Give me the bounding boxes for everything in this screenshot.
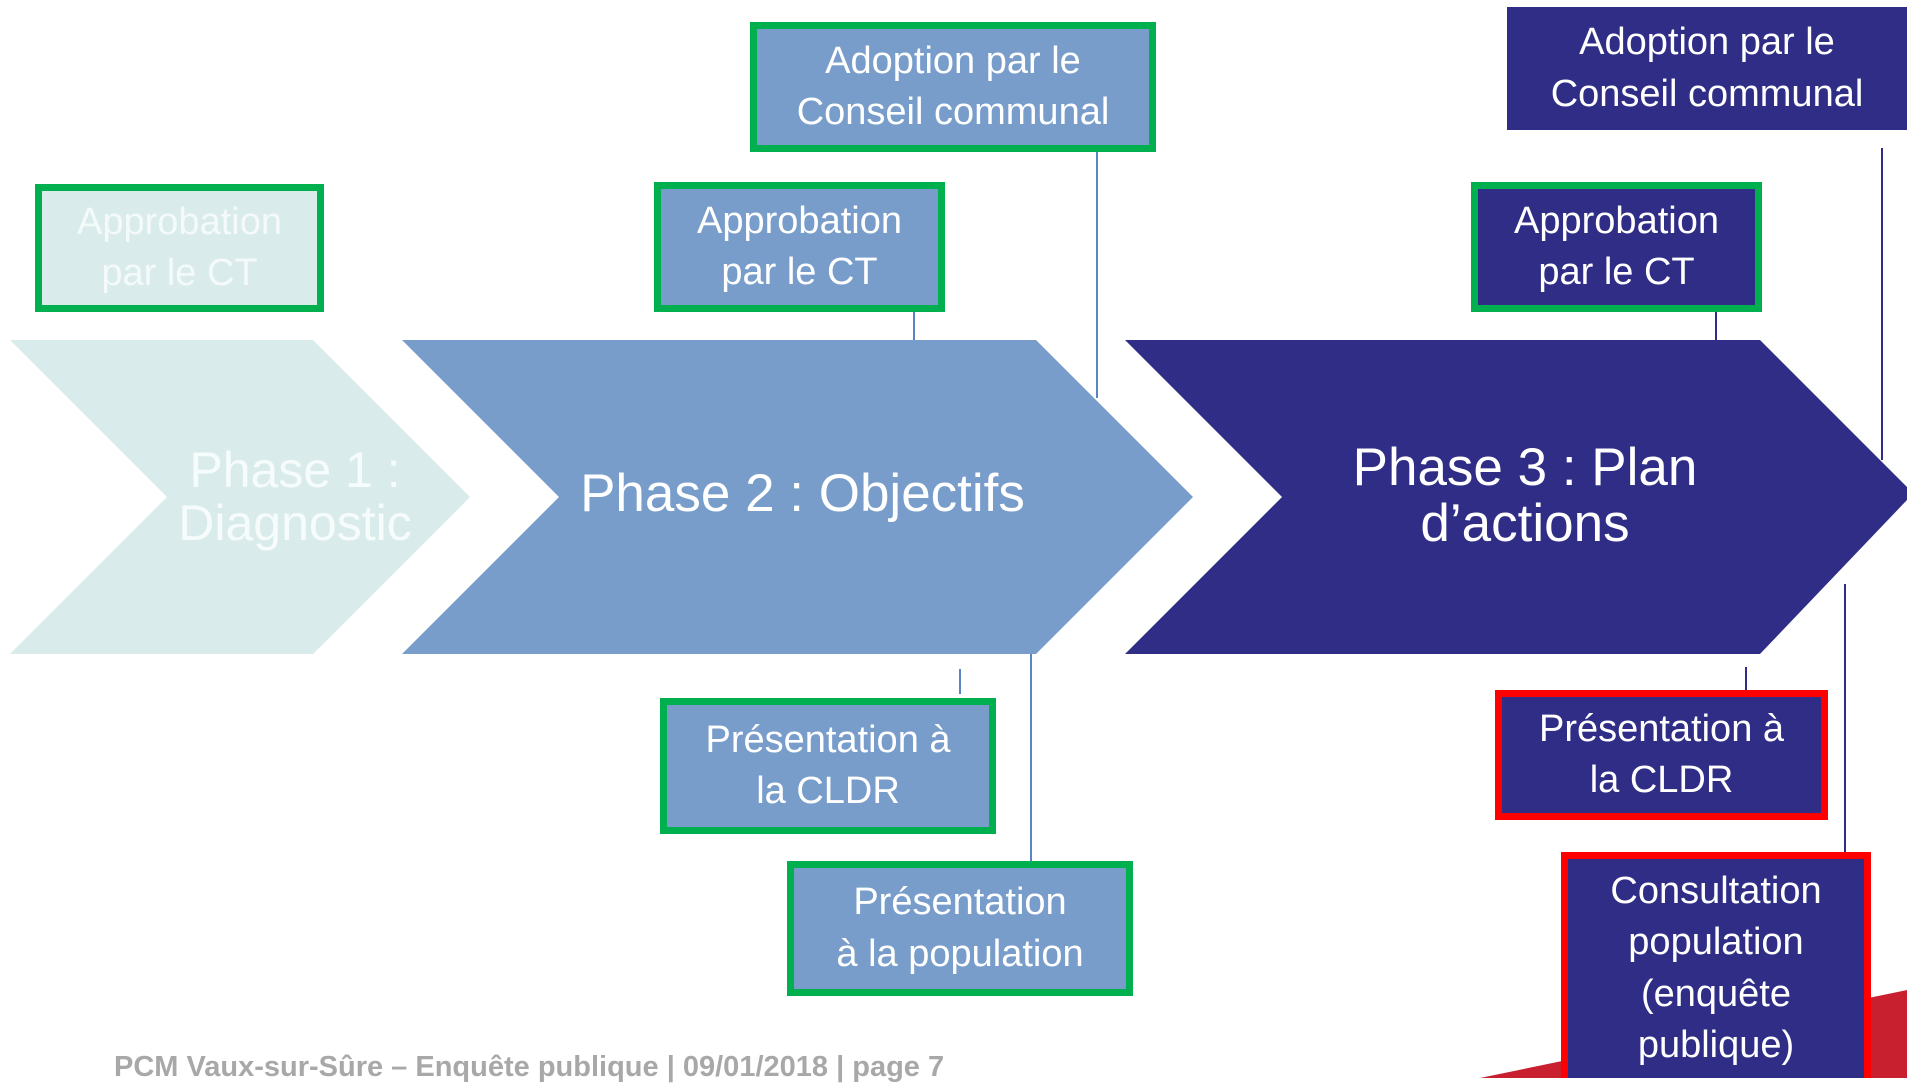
phase-3-chevron (1125, 340, 1907, 654)
box-text-line: population (1628, 921, 1804, 964)
box-text-line: publique) (1637, 1023, 1795, 1066)
box-text-line: la CLDR (756, 770, 900, 812)
phase-2-label: Phase 2 : Objectifs (540, 464, 1065, 523)
phase-2-population-box: Présentation à la population (787, 861, 1133, 996)
box-text-line: Consultation (1610, 869, 1822, 912)
phase-3-label: Phase 3 : Plan d’actions (1300, 438, 1750, 554)
phase-1-label: Phase 1 : Diagnostic (150, 444, 440, 550)
phase-2-adoption-box: Adoption par le Conseil communal (750, 22, 1156, 152)
box-text-line: Présentation à (1538, 707, 1785, 750)
box-text-line: Approbation (1514, 199, 1719, 242)
phase-3-cldr-box: Présentation à la CLDR (1495, 690, 1828, 820)
box-text-line: Adoption par le (825, 39, 1081, 82)
phase-3-adoption-box: Adoption par le Conseil communal (1507, 7, 1907, 130)
box-text-line: Présentation à (705, 718, 951, 761)
box-text-line: Adoption par le (1579, 21, 1835, 64)
box-text-line: par le CT (101, 252, 258, 294)
phase-2-chevron (402, 340, 1193, 654)
phase-1-label-line2: Diagnostic (178, 495, 412, 551)
phase-1-chevron (10, 340, 470, 654)
box-text-line: Approbation (697, 199, 902, 242)
phase-2-approval-box: Approbation par le CT (654, 182, 945, 312)
box-text-line: à la population (836, 932, 1084, 975)
box-text-line: par le CT (1538, 251, 1695, 293)
phase-1-label-line1: Phase 1 : (189, 442, 401, 498)
phase-3-approval-box: Approbation par le CT (1471, 182, 1762, 312)
phase-3-label-line1: Phase 3 : Plan (1352, 438, 1698, 497)
box-text-line: par le CT (721, 251, 878, 293)
slide-footer: PCM Vaux-sur-Sûre – Enquête publique | 0… (114, 1051, 945, 1083)
phase-2-cldr-box: Présentation à la CLDR (660, 698, 996, 834)
box-text-line: Présentation (853, 881, 1067, 924)
box-text-line: Conseil communal (796, 91, 1110, 133)
phase-1-approval-box: Approbation par le CT (35, 184, 324, 312)
box-text-line: Conseil communal (1550, 72, 1864, 115)
phase-3-consultation-box: Consultation population (enquête publiqu… (1561, 852, 1871, 1078)
phase-3-label-line2: d’actions (1420, 494, 1630, 554)
box-text-line: la CLDR (1589, 759, 1734, 801)
box-text-line: (enquête (1640, 972, 1791, 1015)
box-text-line: Approbation (77, 200, 282, 243)
phase-2-label-line1: Phase 2 : Objectifs (580, 464, 1025, 523)
